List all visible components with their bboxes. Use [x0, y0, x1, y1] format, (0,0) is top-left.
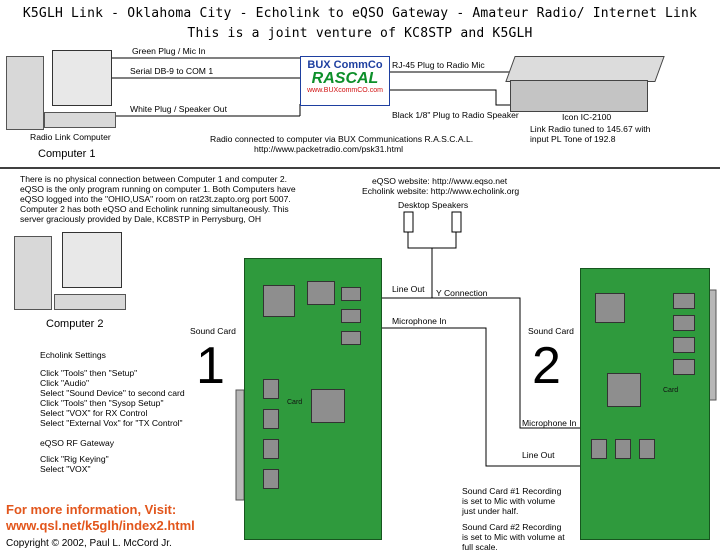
- card2-chip-label: Card: [663, 387, 679, 394]
- recording-note-2: is set to Mic with volume: [462, 496, 556, 506]
- sound-card-2-board: Card: [580, 268, 710, 540]
- eqso-step-2: Select "VOX": [40, 464, 91, 474]
- page-subtitle: This is a joint venture of KC8STP and K5…: [187, 26, 533, 41]
- desc-line-5: server graciously provided by Dale, KC8S…: [20, 214, 262, 224]
- y-connection-label: Y Connection: [436, 288, 488, 298]
- mic-in-top-label: Microphone In: [392, 316, 447, 326]
- radio-note-2: input PL Tone of 192.8: [530, 134, 616, 144]
- rascal-name: RASCAL: [311, 70, 379, 87]
- sound-card-number-2: 2: [532, 337, 561, 395]
- card1-chip-h: [263, 469, 279, 489]
- line-out-top-label: Line Out: [392, 284, 425, 294]
- more-info-url[interactable]: www.qsl.net/k5glh/index2.html: [6, 518, 195, 533]
- right-speaker-icon: [451, 211, 462, 233]
- computer2-tower-icon: [14, 236, 52, 310]
- radio-front-icon: [510, 80, 648, 112]
- desc-line-4: Computer 2 has both eQSO and Echolink ru…: [20, 204, 289, 214]
- card1-chip-c: [341, 309, 361, 323]
- cable-black-line: [388, 89, 510, 106]
- sound-card-2-label: Sound Card: [528, 326, 574, 336]
- card2-chip-a: [673, 293, 695, 309]
- mic-in-right-label: Microphone In: [522, 418, 577, 428]
- card1-chip-a: [307, 281, 335, 305]
- speakers-label: Desktop Speakers: [398, 200, 469, 210]
- echolink-step-6: Select "External Vox" for "TX Control": [40, 418, 183, 428]
- card2-chip-b: [673, 315, 695, 331]
- sound-card-1-board: Card: [244, 258, 382, 540]
- card1-chip-b: [341, 287, 361, 301]
- echolink-step-2: Click "Audio": [40, 378, 90, 388]
- connection-note-2: http://www.packetradio.com/psk31.html: [254, 144, 404, 154]
- echolink-settings-title: Echolink Settings: [40, 350, 106, 360]
- card2-chip-g: [639, 439, 655, 459]
- echolink-step-1: Click "Tools" then "Setup": [40, 368, 138, 378]
- card1-chip-e: [263, 379, 279, 399]
- mic-in-wire: [380, 327, 580, 467]
- cable-serial-label: Serial DB-9 to COM 1: [130, 66, 214, 76]
- echolink-website: Echolink website: http://www.echolink.or…: [362, 186, 520, 196]
- card1-bracket: [235, 389, 245, 501]
- left-speaker-icon: [403, 211, 414, 233]
- card1-chip-large: [263, 285, 295, 317]
- card2-chip-d: [673, 359, 695, 375]
- more-info-line-1: For more information, Visit:: [6, 502, 177, 517]
- sound-card-1-label: Sound Card: [190, 326, 236, 336]
- card1-chip-f: [263, 409, 279, 429]
- echolink-step-4: Click "Tools" then "Sysop Setup": [40, 398, 164, 408]
- computer1-monitor-icon: [52, 50, 112, 106]
- card1-chip-d: [341, 331, 361, 345]
- card2-chip-f: [615, 439, 631, 459]
- radio-note-1: Link Radio tuned to 145.67 with: [530, 124, 651, 134]
- connection-note-1: Radio connected to computer via BUX Comm…: [210, 134, 474, 144]
- card2-chip-main: [607, 373, 641, 407]
- desc-line-1: There is no physical connection between …: [20, 174, 288, 184]
- computer2-name: Computer 2: [46, 318, 104, 330]
- card2-chip-e: [591, 439, 607, 459]
- card1-chip-label: Card: [287, 399, 303, 406]
- desc-line-3: eQSO logged into the "OHIO,USA" room on …: [20, 194, 291, 204]
- recording-note-6: is set to Mic with volume at: [462, 532, 565, 542]
- cable-green-label: Green Plug / Mic In: [132, 46, 206, 56]
- computer1-name: Computer 1: [38, 148, 96, 160]
- desc-line-2: eQSO is the only program running on comp…: [20, 184, 296, 194]
- card1-chip-g: [263, 439, 279, 459]
- cable-rj45-label: RJ-45 Plug to Radio Mic: [392, 60, 485, 70]
- recording-note-1: Sound Card #1 Recording: [462, 486, 562, 496]
- eqso-gateway-title: eQSO RF Gateway: [40, 438, 115, 448]
- computer1-tower-icon: [6, 56, 44, 130]
- card2-chip-large: [595, 293, 625, 323]
- rascal-brand: BUX CommCo: [307, 59, 383, 71]
- computer1-caption: Radio Link Computer: [30, 132, 111, 142]
- radio-top-icon: [505, 56, 665, 82]
- radio-model: Icon IC-2100: [562, 112, 612, 122]
- echolink-step-3: Select "Sound Device" to second card: [40, 388, 185, 398]
- line-out-right-label: Line Out: [522, 450, 555, 460]
- cable-black-label: Black 1/8" Plug to Radio Speaker: [392, 110, 519, 120]
- line-out-y-wire: [380, 297, 580, 429]
- rascal-url: www.BUXcommCO.com: [307, 87, 383, 94]
- computer1-keyboard-icon: [44, 112, 116, 128]
- recording-note-5: Sound Card #2 Recording: [462, 522, 562, 532]
- computer2-keyboard-icon: [54, 294, 126, 310]
- recording-note-3: just under half.: [462, 506, 519, 516]
- recording-note-7: full scale.: [462, 542, 498, 552]
- copyright: Copyright © 2002, Paul L. McCord Jr.: [6, 538, 172, 549]
- eqso-website: eQSO website: http://www.eqso.net: [372, 176, 508, 186]
- card2-chip-c: [673, 337, 695, 353]
- echolink-step-5: Select "VOX" for RX Control: [40, 408, 148, 418]
- eqso-step-1: Click "Rig Keying": [40, 454, 109, 464]
- cable-white-label: White Plug / Speaker Out: [130, 104, 227, 114]
- sound-card-number-1: 1: [196, 337, 225, 395]
- card1-chip-main: [311, 389, 345, 423]
- computer2-monitor-icon: [62, 232, 122, 288]
- rascal-box: BUX CommCo RASCAL www.BUXcommCO.com: [300, 56, 390, 106]
- page-title: K5GLH Link - Oklahoma City - Echolink to…: [22, 6, 698, 21]
